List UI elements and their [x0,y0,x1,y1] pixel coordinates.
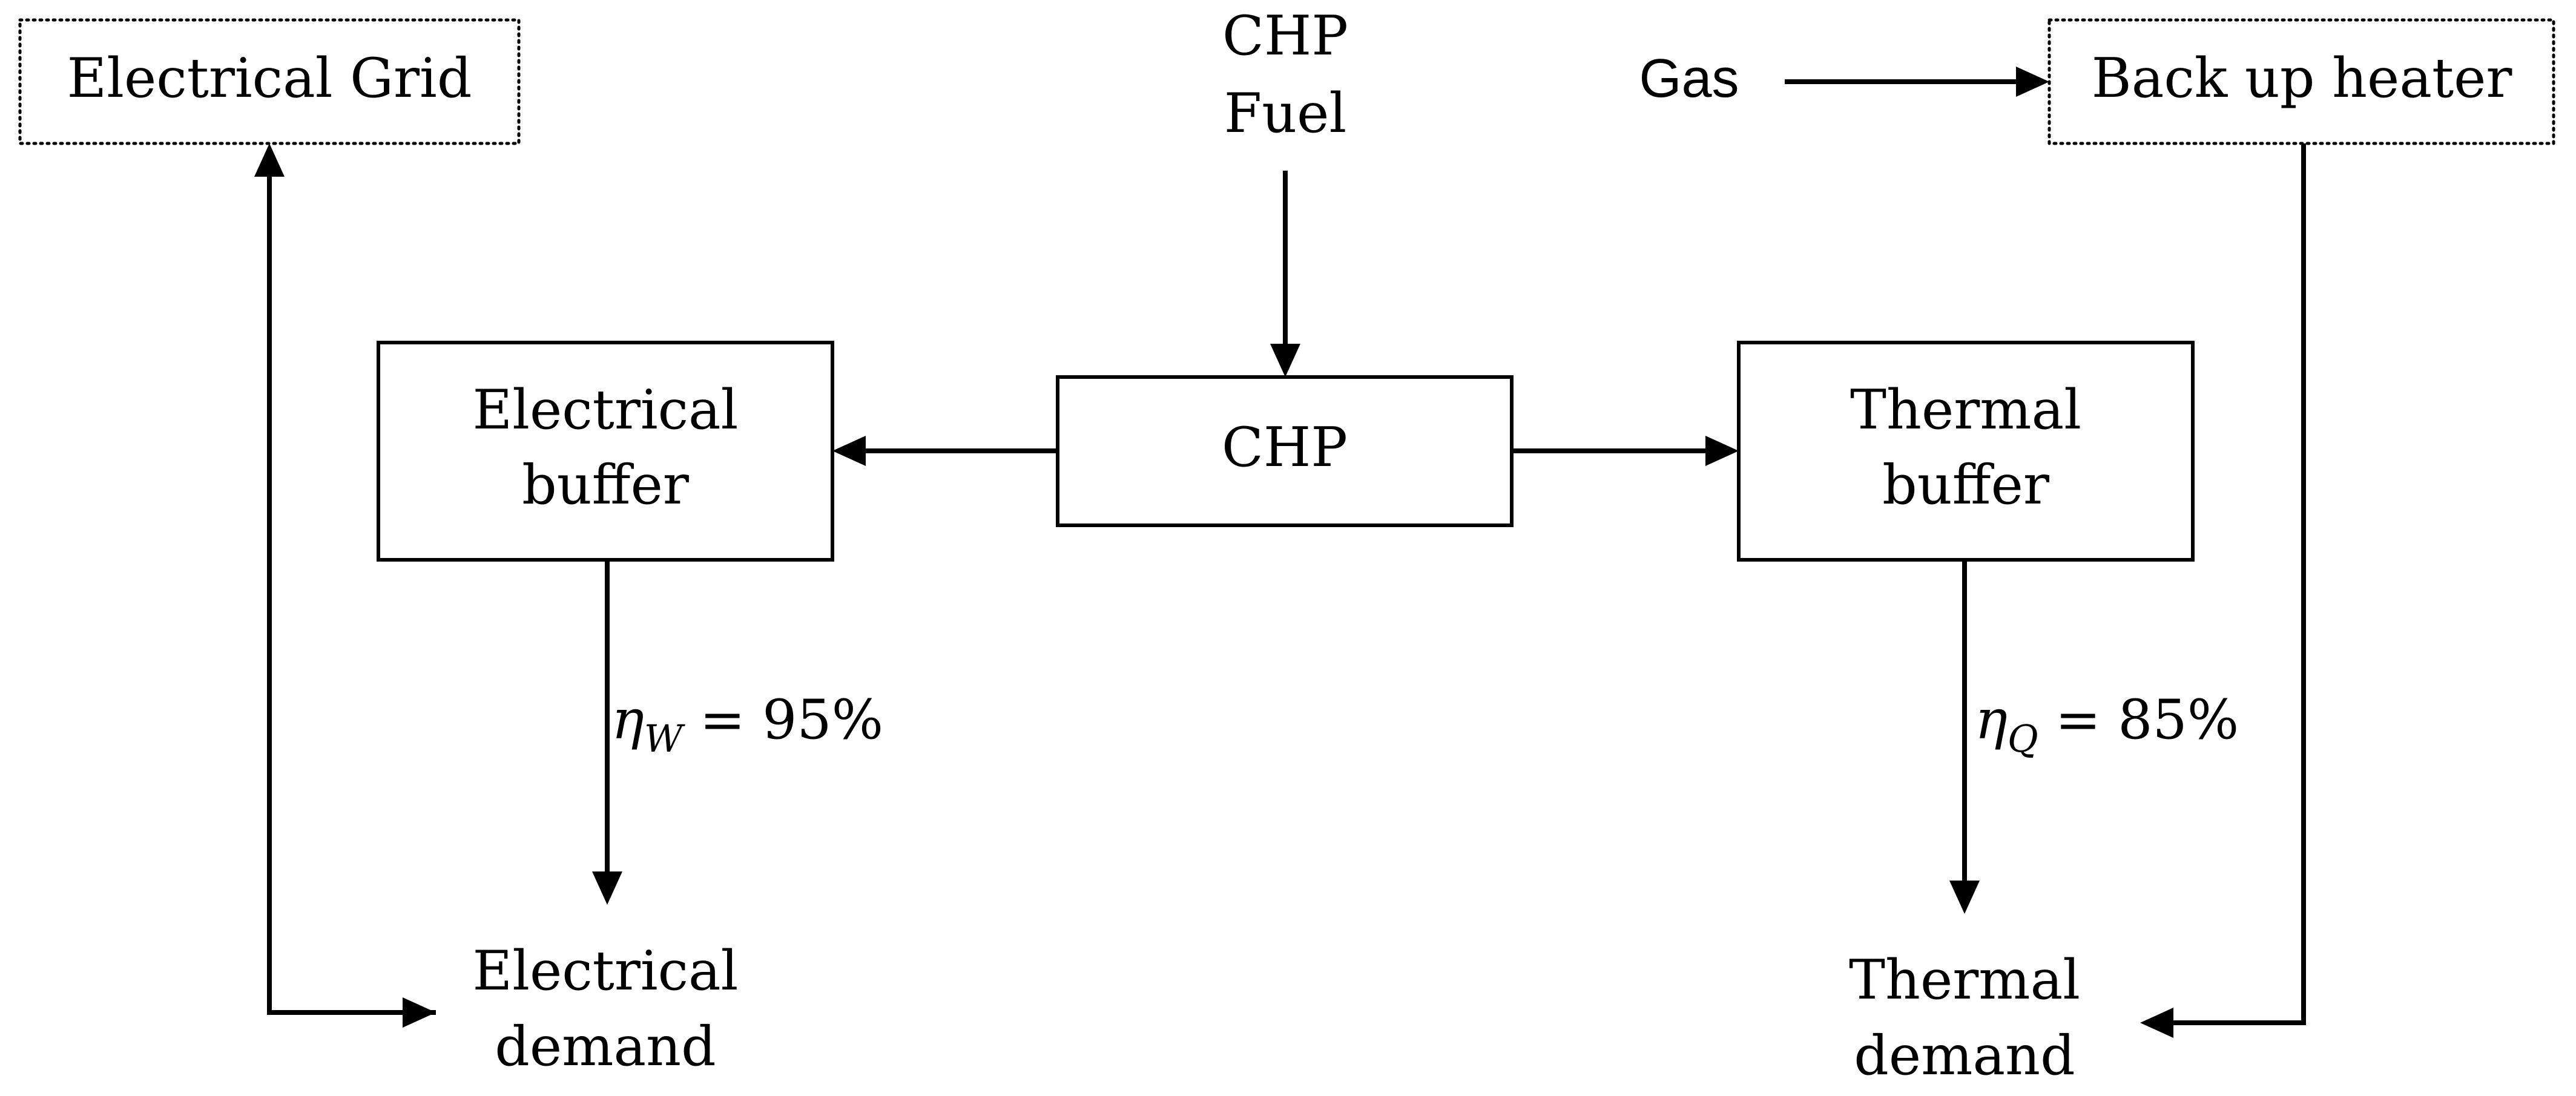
electrical-efficiency-label: ηW = 95% [611,688,883,761]
equals-sign: = [2055,688,2101,752]
electrical-demand-label-line1: Electrical [473,939,739,1003]
back-up-heater-box [2047,18,2555,145]
electrical-buffer-box [377,341,834,562]
gas-label: Gas [1639,48,1739,109]
arrow-fuel-to-chp [1270,171,1300,377]
back-up-heater-label: Back up heater [2092,47,2513,110]
electrical-grid-box [18,18,521,145]
electrical-demand-label-line2: demand [495,1015,716,1078]
thermal-buffer-label-line2: buffer [1882,453,2050,517]
efficiency-value: 95% [762,688,883,752]
thermal-demand-label-line2: demand [1854,1024,2075,1088]
arrow-electrical-buffer-to-demand [592,560,622,905]
equals-sign: = [700,688,745,752]
arrow-back-up-heater-to-thermal-demand [2140,143,2306,1038]
arrow-grid-electrical-demand [254,143,436,1028]
eta-subscript: Q [2008,717,2038,761]
chp-label: CHP [1222,416,1348,479]
eta-symbol: η [1975,688,2008,752]
eta-subscript: W [644,717,685,761]
electrical-buffer-label-line1: Electrical [473,378,739,442]
chp-box [1056,375,1514,527]
thermal-buffer-label-line1: Thermal [1850,378,2081,442]
thermal-efficiency-label: ηQ = 85% [1975,688,2239,761]
chp-fuel-label-line2: Fuel [1224,82,1346,145]
electrical-buffer-label-line2: buffer [522,453,690,517]
thermal-buffer-box [1737,341,2195,562]
electrical-grid-label: Electrical Grid [67,47,472,110]
efficiency-value: 85% [2118,688,2239,752]
arrow-thermal-buffer-to-demand [1949,560,1980,914]
chp-fuel-label-line1: CHP [1222,4,1348,68]
eta-symbol: η [611,688,644,752]
arrow-chp-to-thermal-buffer [1512,436,1739,466]
arrow-gas-to-back-up-heater [1785,67,2049,97]
thermal-demand-label-line1: Thermal [1849,948,2080,1012]
arrow-chp-to-electrical-buffer [832,436,1058,466]
